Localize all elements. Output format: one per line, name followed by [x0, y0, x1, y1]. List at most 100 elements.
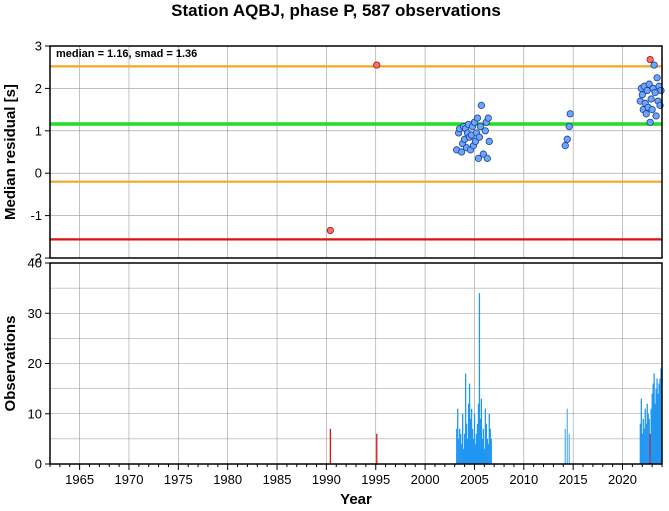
- observation-bar: [481, 438, 484, 464]
- observation-bar: [473, 413, 476, 464]
- observation-bar: [486, 438, 488, 464]
- observation-bar: [658, 383, 660, 464]
- observation-bar: [642, 418, 644, 464]
- observation-bar: [566, 408, 568, 464]
- observation-bar: [641, 433, 643, 464]
- observation-bar: [460, 433, 462, 464]
- observations-y-axis-label: Observations: [2, 316, 19, 412]
- observation-bar: [653, 373, 655, 464]
- y-tick-label: -1: [30, 208, 42, 223]
- observation-bar: [485, 423, 487, 464]
- residual-point: [561, 142, 569, 150]
- y-tick-label: 3: [35, 39, 42, 54]
- y-tick-label: 0: [35, 166, 42, 181]
- observation-bar: [376, 433, 378, 464]
- x-tick-label: 2000: [411, 472, 440, 487]
- observation-bar: [483, 448, 486, 464]
- observation-bar: [644, 408, 646, 464]
- observation-bar: [649, 433, 651, 464]
- observation-bar: [467, 403, 470, 464]
- residual-point: [563, 135, 571, 143]
- residual-point: [483, 154, 491, 162]
- residual-point: [657, 86, 665, 95]
- x-tick-label: 1985: [263, 472, 292, 487]
- observation-bar: [478, 293, 481, 464]
- y-tick-label: 0: [35, 457, 42, 472]
- residual-point: [481, 127, 489, 135]
- observation-bar: [461, 443, 463, 464]
- observation-bar: [640, 398, 642, 464]
- observation-bar: [464, 373, 467, 464]
- observation-bar: [466, 438, 469, 464]
- residual-point: [485, 137, 493, 145]
- residual-point: [474, 154, 482, 162]
- observation-bar: [475, 433, 478, 464]
- observation-bar: [657, 393, 659, 464]
- observation-bar: [654, 403, 656, 464]
- observation-bar: [484, 408, 487, 464]
- observation-bar: [648, 418, 650, 464]
- observation-bar: [645, 423, 647, 464]
- x-tick-label: 1980: [213, 472, 242, 487]
- observation-bar: [458, 438, 460, 464]
- y-tick-label: 40: [28, 256, 42, 271]
- observation-bar: [480, 398, 483, 464]
- observation-bar: [465, 423, 468, 464]
- observation-bar: [476, 423, 479, 464]
- observation-bar: [488, 413, 490, 464]
- residual-point: [653, 74, 661, 82]
- residual-point: [565, 122, 573, 131]
- x-tick-label: 1965: [65, 472, 94, 487]
- observation-bar: [463, 433, 466, 464]
- residual-point: [648, 106, 656, 114]
- observation-bar: [489, 428, 491, 464]
- x-tick-label: 1970: [115, 472, 144, 487]
- observation-bar: [472, 438, 475, 464]
- residual-y-axis-label: Median residual [s]: [2, 84, 19, 220]
- outlier-point: [373, 61, 381, 69]
- observation-bar: [471, 428, 474, 464]
- x-tick-label: 2010: [509, 472, 538, 487]
- residual-point: [647, 95, 655, 103]
- residual-point: [638, 91, 646, 99]
- residual-point: [477, 101, 485, 109]
- residual-point: [650, 61, 658, 69]
- year-x-axis-label: Year: [340, 491, 372, 508]
- observation-bars: [329, 293, 662, 464]
- residual-frame: [49, 45, 663, 259]
- outlier-point: [326, 226, 334, 235]
- observation-bar: [462, 448, 465, 464]
- outlier-point: [646, 55, 654, 64]
- observation-bar: [652, 383, 654, 464]
- observation-bar: [647, 413, 649, 464]
- y-tick-label: 30: [28, 306, 42, 321]
- residual-point: [646, 118, 654, 126]
- residual-point: [476, 122, 484, 131]
- observation-bar: [459, 428, 461, 464]
- observation-bar: [656, 378, 658, 464]
- residual-point: [484, 114, 492, 122]
- observation-bar: [651, 393, 653, 464]
- observation-bar: [659, 378, 661, 464]
- y-tick-label: 10: [28, 406, 42, 421]
- observations-gridlines: [50, 262, 662, 465]
- observation-bar: [462, 413, 464, 464]
- observation-bar: [479, 418, 482, 464]
- x-tick-label: 1975: [164, 472, 193, 487]
- observation-bar: [329, 428, 332, 464]
- observation-bar: [470, 408, 473, 464]
- observation-bar: [643, 428, 645, 464]
- residual-points: [326, 55, 665, 235]
- residual-point: [642, 110, 650, 118]
- observation-bar: [487, 443, 489, 464]
- observation-bar: [482, 428, 485, 464]
- residual-point: [566, 110, 574, 118]
- y-tick-label: 2: [35, 81, 42, 96]
- observation-bar: [650, 408, 652, 464]
- observation-bar: [639, 423, 641, 464]
